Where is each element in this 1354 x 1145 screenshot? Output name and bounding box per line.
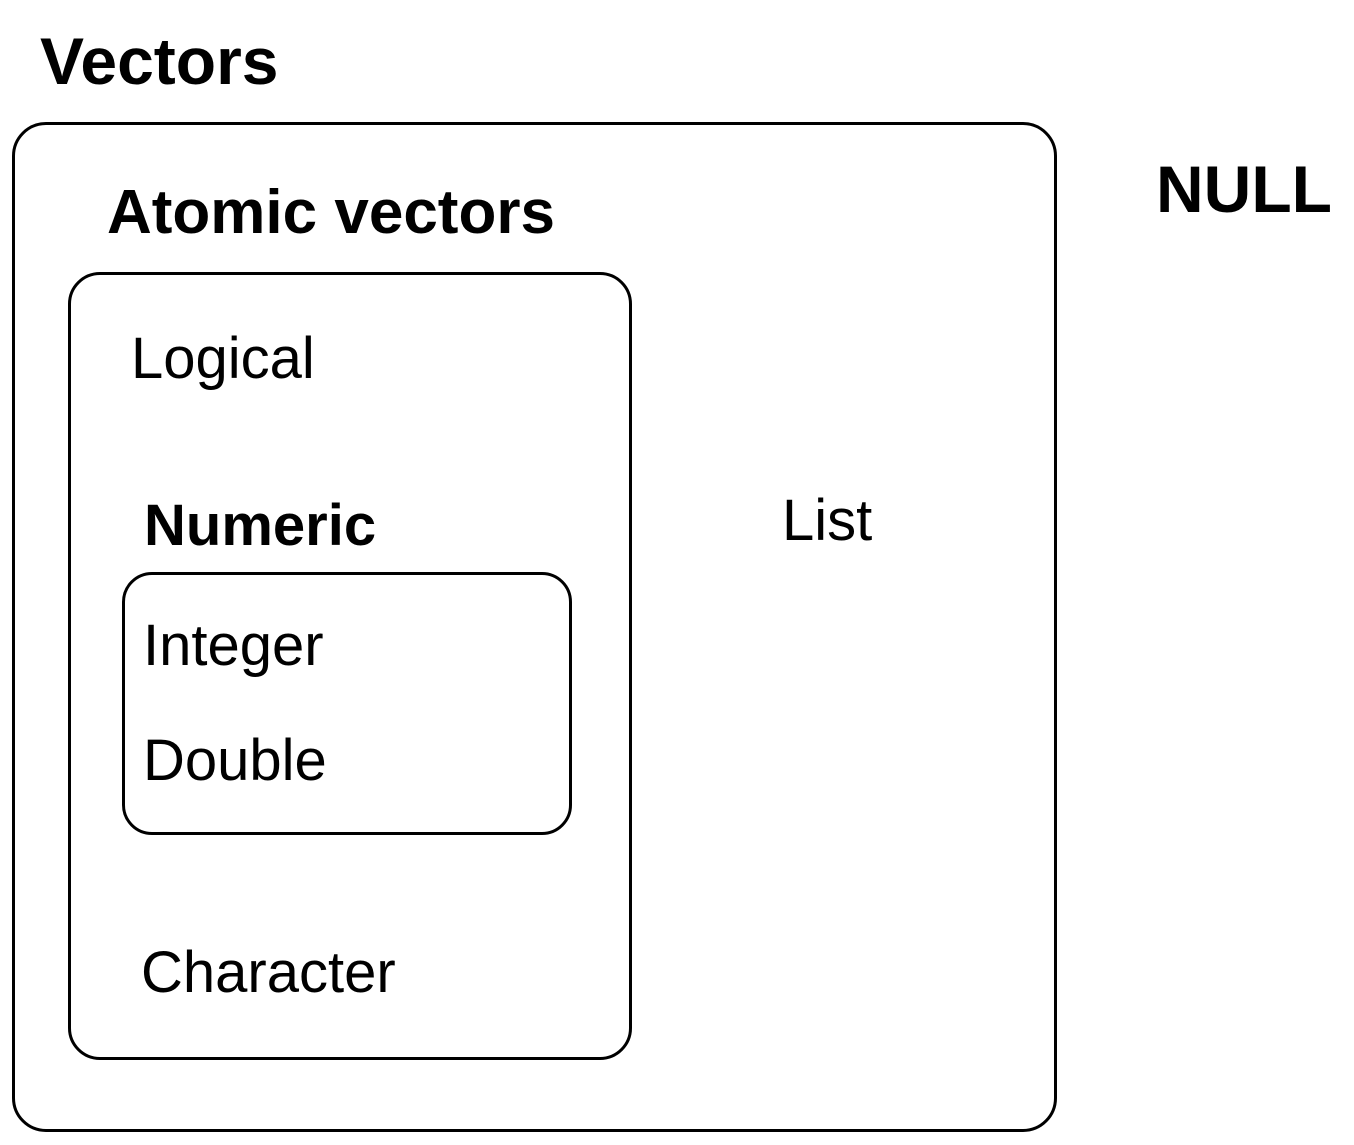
vectors-box: [12, 122, 1057, 1132]
vectors-title: Vectors: [40, 24, 279, 98]
numeric-label: Numeric: [144, 493, 377, 558]
atomic-vectors-label: Atomic vectors: [107, 178, 555, 247]
numeric-box: [122, 572, 572, 835]
integer-label: Integer: [143, 613, 324, 678]
character-label: Character: [141, 940, 396, 1005]
null-label: NULL: [1156, 152, 1332, 226]
atomic-vectors-box: [68, 272, 632, 1060]
list-label: List: [782, 488, 873, 553]
logical-label: Logical: [131, 326, 315, 391]
double-label: Double: [143, 728, 327, 793]
